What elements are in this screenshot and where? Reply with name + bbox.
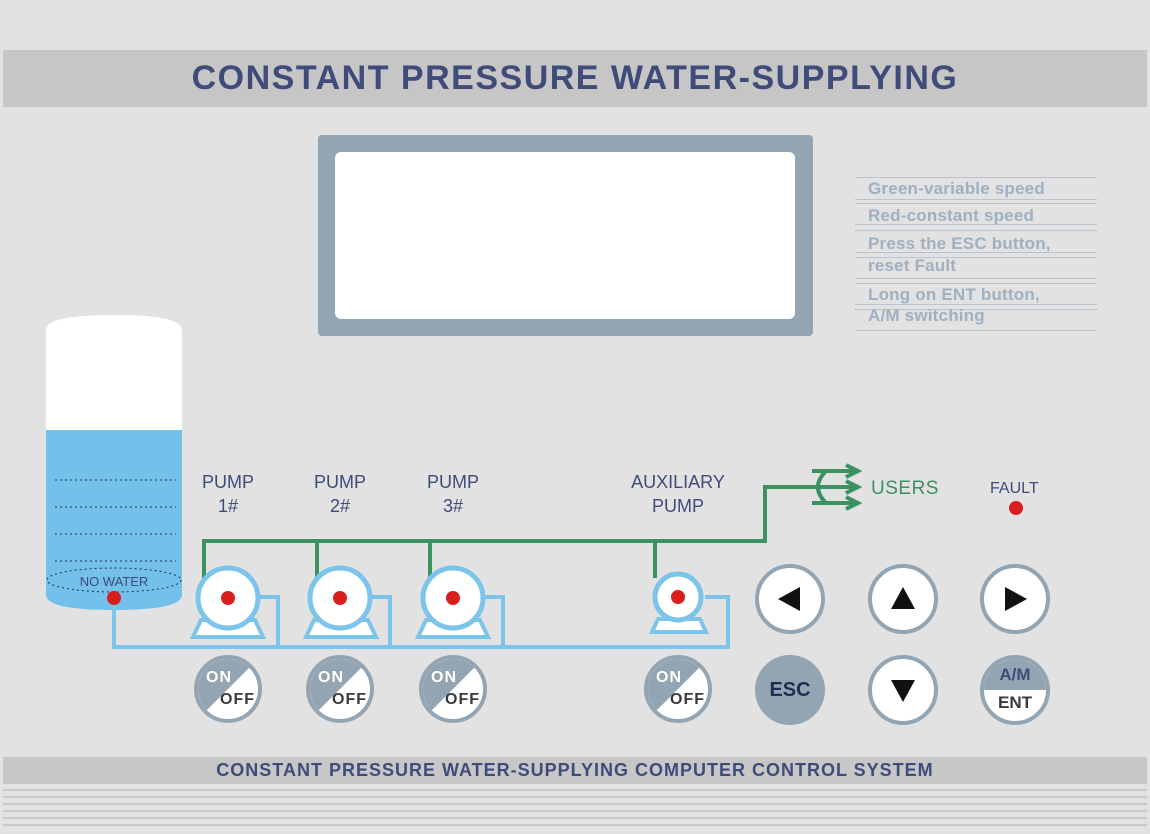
switch-off-label: OFF [332,691,367,708]
pump-label-line: 3# [442,496,464,516]
legend-rule [855,252,1097,253]
pump-2-label: PUMP 2# [300,470,380,518]
pump-label-line: PUMP [426,472,479,492]
panel-title: CONSTANT PRESSURE WATER-SUPPLYING [191,59,959,97]
footer-stripe [3,817,1147,819]
aux-pump-indicator [671,590,685,604]
legend-rule [855,309,1097,310]
legend-rule [855,224,1097,225]
am-ent-button[interactable]: A/M ENT [980,655,1050,725]
lcd-screen [335,152,795,319]
legend-rule [855,283,1097,284]
pump-3-indicator [446,591,460,605]
aux-pump-label: AUXILIARY PUMP [608,470,748,518]
switch-off-label: OFF [220,691,255,708]
pump-label-line: PUMP [201,472,254,492]
footer-title: CONSTANT PRESSURE WATER-SUPPLYING COMPUT… [216,760,934,780]
tank-icon [46,315,182,610]
footer-stripe [3,789,1147,791]
delivery-pipe [202,485,826,578]
right-button[interactable] [980,564,1050,634]
legend-rule [855,257,1097,258]
switch-on-label: ON [431,669,457,686]
left-button[interactable] [755,564,825,634]
pump-1-indicator [221,591,235,605]
pump-2-switch[interactable]: ON OFF [306,655,374,723]
legend-rule [855,330,1097,331]
switch-off-label: OFF [670,691,705,708]
left-arrow-icon [778,587,800,611]
esc-button[interactable]: ESC [755,655,825,725]
pump-2-indicator [333,591,347,605]
footer-stripe [3,796,1147,798]
pump-3-label: PUMP 3# [413,470,493,518]
fault-indicator [1009,501,1023,515]
legend-text: Press the ESC button, [868,234,1051,253]
pump-label-line: AUXILIARY [631,472,725,492]
switch-off-label: OFF [445,691,480,708]
footer-band [3,757,1147,784]
pump-label-line: PUMP [651,496,704,516]
legend-text: reset Fault [868,256,957,275]
legend-rule [855,199,1097,200]
no-water-indicator [107,591,121,605]
legend-rule [855,203,1097,204]
no-water-label: NO WATER [79,574,149,589]
footer-stripe [3,803,1147,805]
supply-pipe [112,595,730,649]
legend-rule [855,230,1097,231]
pump-label-line: PUMP [313,472,366,492]
fault-label: FAULT [990,480,1039,497]
pump-3-switch[interactable]: ON OFF [419,655,487,723]
trident-arrow-icon [812,463,863,511]
legend-text: Red-constant speed [868,206,1035,225]
footer-stripe [3,824,1147,826]
legend-text: Green-variable speed [868,179,1045,198]
down-arrow-icon [891,680,915,702]
legend-rule [855,278,1097,279]
up-button[interactable] [868,564,938,634]
footer-stripe [3,810,1147,812]
switch-on-half [310,659,370,719]
down-button[interactable] [868,655,938,725]
switch-on-half [198,659,258,719]
am-ent-top-half [984,659,1046,690]
switch-on-label: ON [206,669,232,686]
ent-label: ENT [998,693,1032,712]
pump-label-line: 1# [217,496,239,516]
legend-text: A/M switching [868,306,985,325]
switch-on-half [648,659,708,719]
switch-on-half [423,659,483,719]
am-label: A/M [999,665,1031,684]
switch-on-label: ON [318,669,344,686]
pump-1-label: PUMP 1# [188,470,268,518]
legend-rule [855,304,1097,305]
right-arrow-icon [1005,587,1027,611]
pump-label-line: 2# [329,496,351,516]
up-arrow-icon [891,587,915,609]
aux-pump-switch[interactable]: ON OFF [644,655,712,723]
legend-text: Long on ENT button, [868,285,1040,304]
legend-rule [855,177,1097,178]
users-label: USERS [871,478,939,499]
pump-1-switch[interactable]: ON OFF [194,655,262,723]
title-band [3,50,1147,107]
switch-on-label: ON [656,669,682,686]
pump-icon [189,565,267,639]
